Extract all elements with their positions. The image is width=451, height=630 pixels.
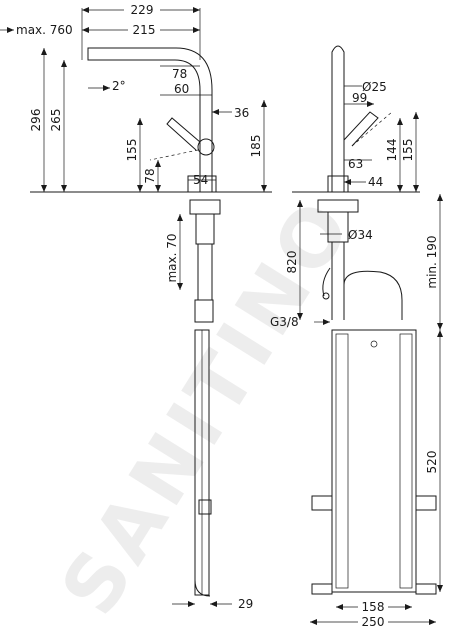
faucet-column xyxy=(331,45,345,192)
dim-d34: Ø34 xyxy=(348,228,373,242)
dim-min190: min. 190 xyxy=(425,235,439,288)
dim-60: 60 xyxy=(174,82,189,96)
dim-d25: Ø25 xyxy=(362,80,387,94)
dim-angle: 2° xyxy=(112,79,126,93)
shank xyxy=(195,213,215,245)
foot-left xyxy=(311,583,333,595)
dim-265: 265 xyxy=(49,109,63,132)
foot-right xyxy=(415,583,437,595)
hose-connector xyxy=(194,299,214,323)
hose-loop xyxy=(194,579,211,597)
dim-215: 215 xyxy=(133,23,156,37)
bracket-right xyxy=(415,495,437,511)
dim-max-reach: max. 760 xyxy=(16,23,73,37)
supply-hoses-right xyxy=(331,242,345,320)
dim-820: 820 xyxy=(285,251,299,274)
dim-44: 44 xyxy=(368,175,383,189)
dim-155-left: 155 xyxy=(125,139,139,162)
cabinet-side-left xyxy=(335,333,349,589)
right-view: Ø25 99 63 44 144 155 Ø34 820 min. 190 G3… xyxy=(270,45,443,629)
dim-99: 99 xyxy=(352,91,367,105)
dim-63: 63 xyxy=(348,157,363,171)
faucet-base-right xyxy=(327,175,349,193)
dim-29: 29 xyxy=(238,597,253,611)
cabinet-unit xyxy=(331,329,417,593)
left-view: 229 215 max. 760 2° 78 60 36 296 265 155… xyxy=(0,3,272,611)
dim-144: 144 xyxy=(385,139,399,162)
lever-swing-right xyxy=(351,111,393,147)
watermark-text: SANITINO xyxy=(45,182,372,630)
cabinet-hole xyxy=(370,340,378,348)
dim-155-right: 155 xyxy=(401,139,415,162)
faucet-spout xyxy=(87,47,213,192)
dim-78: 78 xyxy=(172,67,187,81)
mount-nut xyxy=(189,199,221,215)
dim-520: 520 xyxy=(425,451,439,474)
dim-max70: max. 70 xyxy=(165,233,179,282)
hose-end xyxy=(322,292,330,300)
dim-296: 296 xyxy=(29,109,43,132)
dim-185: 185 xyxy=(249,135,263,158)
handle-hub xyxy=(197,138,215,156)
thread-label: G3/8 xyxy=(270,315,299,329)
dim-78-vert: 78 xyxy=(143,168,157,183)
supply-hoses xyxy=(197,244,213,300)
lever-handle xyxy=(166,117,201,151)
cabinet-side-right xyxy=(399,333,413,589)
dim-250: 250 xyxy=(362,615,385,629)
dim-229: 229 xyxy=(131,3,154,17)
faucet-base xyxy=(187,175,217,193)
shank-right xyxy=(327,211,349,243)
lever-swing-path xyxy=(149,149,199,161)
lever-front xyxy=(343,111,379,147)
dim-54: 54 xyxy=(193,173,208,187)
pullout-hose xyxy=(343,270,403,320)
bracket-left xyxy=(311,495,333,511)
dim-158: 158 xyxy=(362,600,385,614)
dim-36: 36 xyxy=(234,106,249,120)
hose-weight xyxy=(198,499,212,515)
